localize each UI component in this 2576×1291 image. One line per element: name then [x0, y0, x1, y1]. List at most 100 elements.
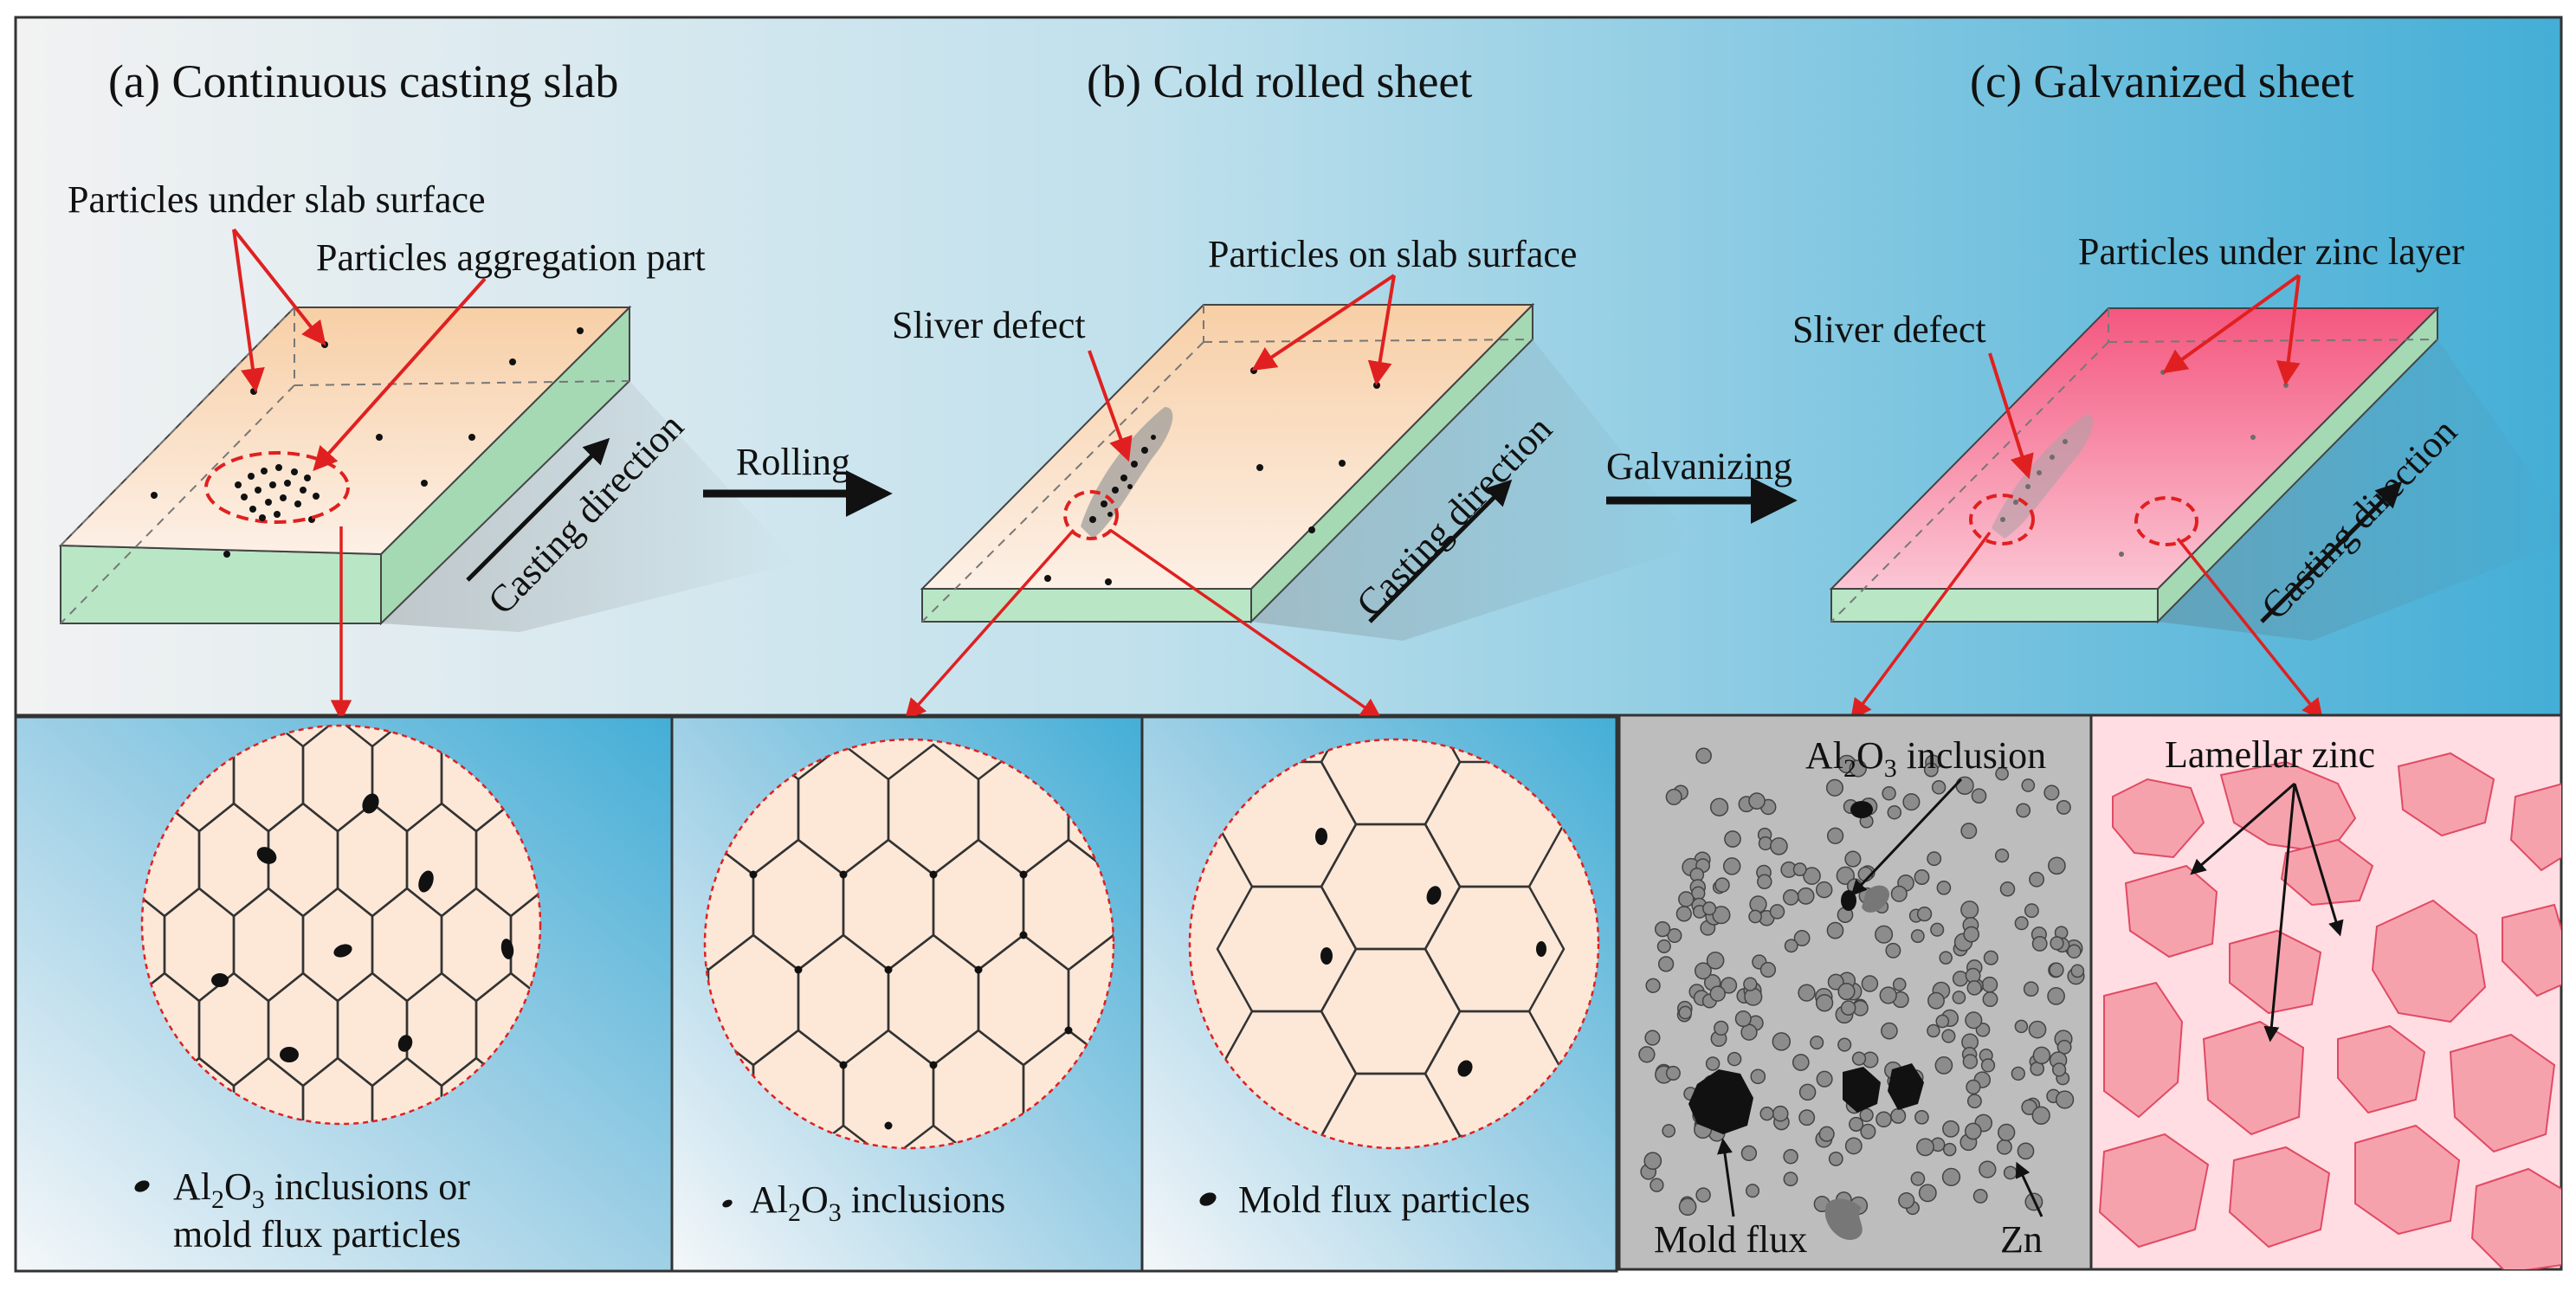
- connector-c-right: [2176, 537, 2324, 720]
- label-lamellar-zinc: Lamellar zinc: [2165, 733, 2375, 776]
- zn-particle: [2070, 964, 2085, 978]
- zn-particle: [2043, 784, 2060, 801]
- arrow-a-aggregation: [313, 277, 487, 472]
- zn-particle: [1818, 1126, 1835, 1142]
- zn-particle: [1706, 951, 1725, 970]
- zn-particle: [1750, 1068, 1766, 1085]
- zn-particle: [2017, 1142, 2035, 1160]
- zn-particle: [1803, 867, 1821, 885]
- zn-particle: [1898, 1191, 1915, 1210]
- zn-particle: [1772, 1032, 1792, 1051]
- legend-panel1-line2: mold flux particles: [173, 1213, 461, 1255]
- zn-particle: [2056, 799, 2071, 815]
- zn-particle: [1678, 1197, 1697, 1217]
- grain-circle-2-border: [703, 738, 1115, 1150]
- zn-particle: [1910, 929, 1925, 944]
- label-galvanizing: Galvanizing: [1606, 445, 1792, 487]
- legend-marker-3: [1199, 1192, 1217, 1206]
- zn-particle: [1918, 1184, 1937, 1203]
- zn-particle: [1962, 1054, 1979, 1069]
- label-rolling: Rolling: [736, 441, 850, 483]
- zn-particle: [1720, 977, 1738, 994]
- zn-particle: [1770, 836, 1788, 855]
- zn-particle: [1826, 921, 1844, 939]
- zn-particle: [1861, 975, 1879, 992]
- zn-particle: [1952, 971, 1969, 987]
- zn-particle: [1941, 1167, 1961, 1187]
- label-sliver-defect-b: Sliver defect: [892, 304, 1086, 346]
- zn-particle: [1952, 991, 1966, 1004]
- zn-particle: [1665, 788, 1682, 805]
- zn-particle: [1782, 889, 1799, 906]
- arrow-al2o3-inclusion: [1850, 778, 1963, 896]
- slab-b: [920, 302, 1697, 641]
- zn-particle: [1960, 823, 1978, 840]
- zn-particle: [1982, 991, 1998, 1008]
- label-mold-flux: Mold flux: [1654, 1218, 1807, 1261]
- zn-particle: [1844, 1137, 1863, 1155]
- zn-particle: [1645, 978, 1661, 993]
- arrow-c-under-1: [2162, 274, 2301, 374]
- zn-particle: [1828, 1151, 1843, 1166]
- zn-particle: [1931, 780, 1947, 795]
- zn-particle: [1816, 1070, 1833, 1088]
- zn-particle: [1881, 1022, 1898, 1040]
- zn-particle: [1916, 1138, 1934, 1157]
- zn-particle: [1714, 877, 1730, 893]
- zn-particle: [2028, 1020, 2047, 1039]
- arrow-b-surface-1: [1251, 274, 1396, 371]
- zn-particle: [1678, 891, 1695, 907]
- zn-particle: [2031, 1106, 2050, 1125]
- slab-a: [58, 305, 797, 632]
- zn-particle: [1727, 1051, 1742, 1067]
- legend-panel3: Mold flux particles: [1238, 1178, 1530, 1221]
- zn-particle: [1927, 1023, 1940, 1038]
- zn-particle: [1902, 793, 1921, 811]
- title-a: (a) Continuous casting slab: [108, 55, 618, 107]
- zn-particle: [1916, 906, 1933, 922]
- zn-particle: [1930, 922, 1945, 937]
- grain-circle-1-border: [140, 724, 542, 1126]
- zn-particle: [1837, 1037, 1852, 1052]
- grain-circle-2: [705, 739, 1114, 1148]
- zn-particle: [1792, 1054, 1810, 1071]
- zn-particle: [1654, 920, 1671, 938]
- zn-particle: [1936, 880, 1952, 895]
- label-sliver-defect-c: Sliver defect: [1792, 308, 1986, 351]
- zn-particle: [1759, 961, 1777, 978]
- zn-particle: [1798, 984, 1816, 1002]
- label-particles-under-slab-surface: Particles under slab surface: [68, 178, 486, 221]
- label-particles-under-zinc-layer: Particles under zinc layer: [2078, 230, 2464, 273]
- zn-particle: [1783, 1172, 1798, 1187]
- zn-particle: [1783, 1148, 1798, 1165]
- zn-particle: [1798, 1083, 1817, 1101]
- zn-particle: [1879, 986, 1897, 1004]
- zn-particle: [1745, 1184, 1760, 1198]
- zn-particle: [2067, 944, 2082, 959]
- zn-particle: [1875, 925, 1894, 944]
- zn-particle: [1705, 1056, 1721, 1071]
- zn-particle: [1941, 1029, 1956, 1043]
- zn-particle: [1656, 939, 1671, 953]
- arrow-lamellar-3: [2293, 783, 2344, 937]
- zn-particle: [1744, 987, 1763, 1006]
- zn-particle: [1892, 978, 1907, 991]
- zn-particle: [1882, 786, 1896, 801]
- zn-particle: [1722, 857, 1741, 875]
- zn-particle: [1644, 1030, 1661, 1046]
- zn-particle: [2016, 803, 2031, 818]
- zn-particle: [2023, 981, 2039, 997]
- inclusions-2: [749, 870, 1073, 1130]
- zn-particle: [1860, 1123, 1876, 1139]
- zn-particle: [1914, 1109, 1929, 1125]
- zn-particle: [1934, 1056, 1953, 1075]
- zn-particle: [1758, 836, 1773, 851]
- zn-particle: [1827, 973, 1844, 991]
- zn-particle: [1837, 983, 1856, 1001]
- zn-particle: [1851, 1051, 1867, 1066]
- zn-particle: [1772, 1105, 1789, 1122]
- zn-particle: [1942, 1120, 1959, 1138]
- zn-particle: [1743, 977, 1758, 991]
- zn-particle: [1740, 1145, 1758, 1162]
